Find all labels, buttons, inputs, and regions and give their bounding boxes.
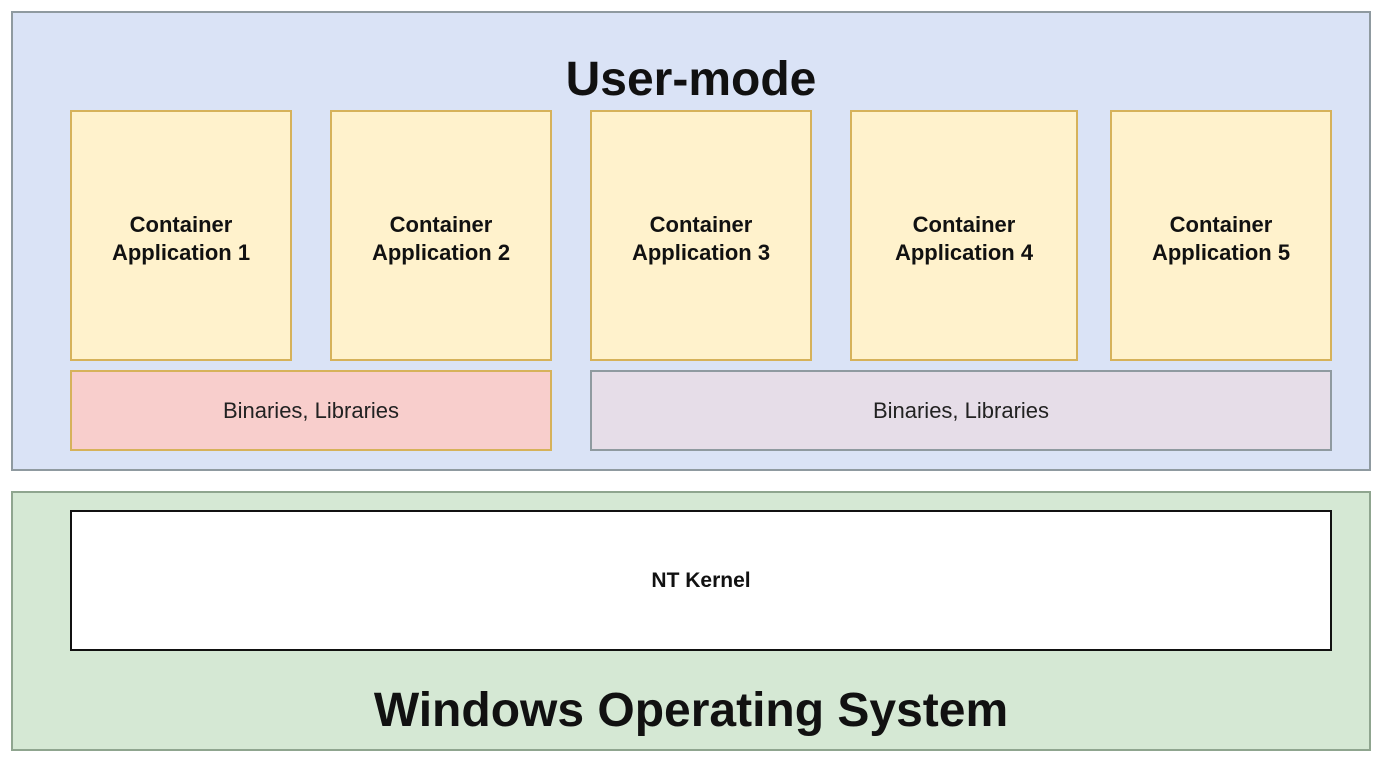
container-application-3: Container Application 3 xyxy=(590,110,812,361)
container-application-5: Container Application 5 xyxy=(1110,110,1332,361)
binaries-libraries-2-label: Binaries, Libraries xyxy=(872,397,1050,423)
nt-kernel-box: NT Kernel xyxy=(70,510,1332,651)
container-application-1: Container Application 1 xyxy=(70,110,292,361)
container-application-4: Container Application 4 xyxy=(850,110,1078,361)
container-application-1-label: Container Application 1 xyxy=(111,212,251,265)
binaries-libraries-2: Binaries, Libraries xyxy=(590,370,1332,451)
windows-os-title: Windows Operating System xyxy=(373,684,1009,737)
nt-kernel-label: NT Kernel xyxy=(651,568,751,592)
container-application-3-label: Container Application 3 xyxy=(631,212,771,265)
user-mode-title: User-mode xyxy=(565,53,817,106)
container-application-2-label: Container Application 2 xyxy=(371,212,511,265)
container-application-4-label: Container Application 4 xyxy=(894,212,1034,265)
binaries-libraries-1-label: Binaries, Libraries xyxy=(222,397,400,423)
container-application-5-label: Container Application 5 xyxy=(1151,212,1291,265)
container-application-2: Container Application 2 xyxy=(330,110,552,361)
binaries-libraries-1: Binaries, Libraries xyxy=(70,370,552,451)
